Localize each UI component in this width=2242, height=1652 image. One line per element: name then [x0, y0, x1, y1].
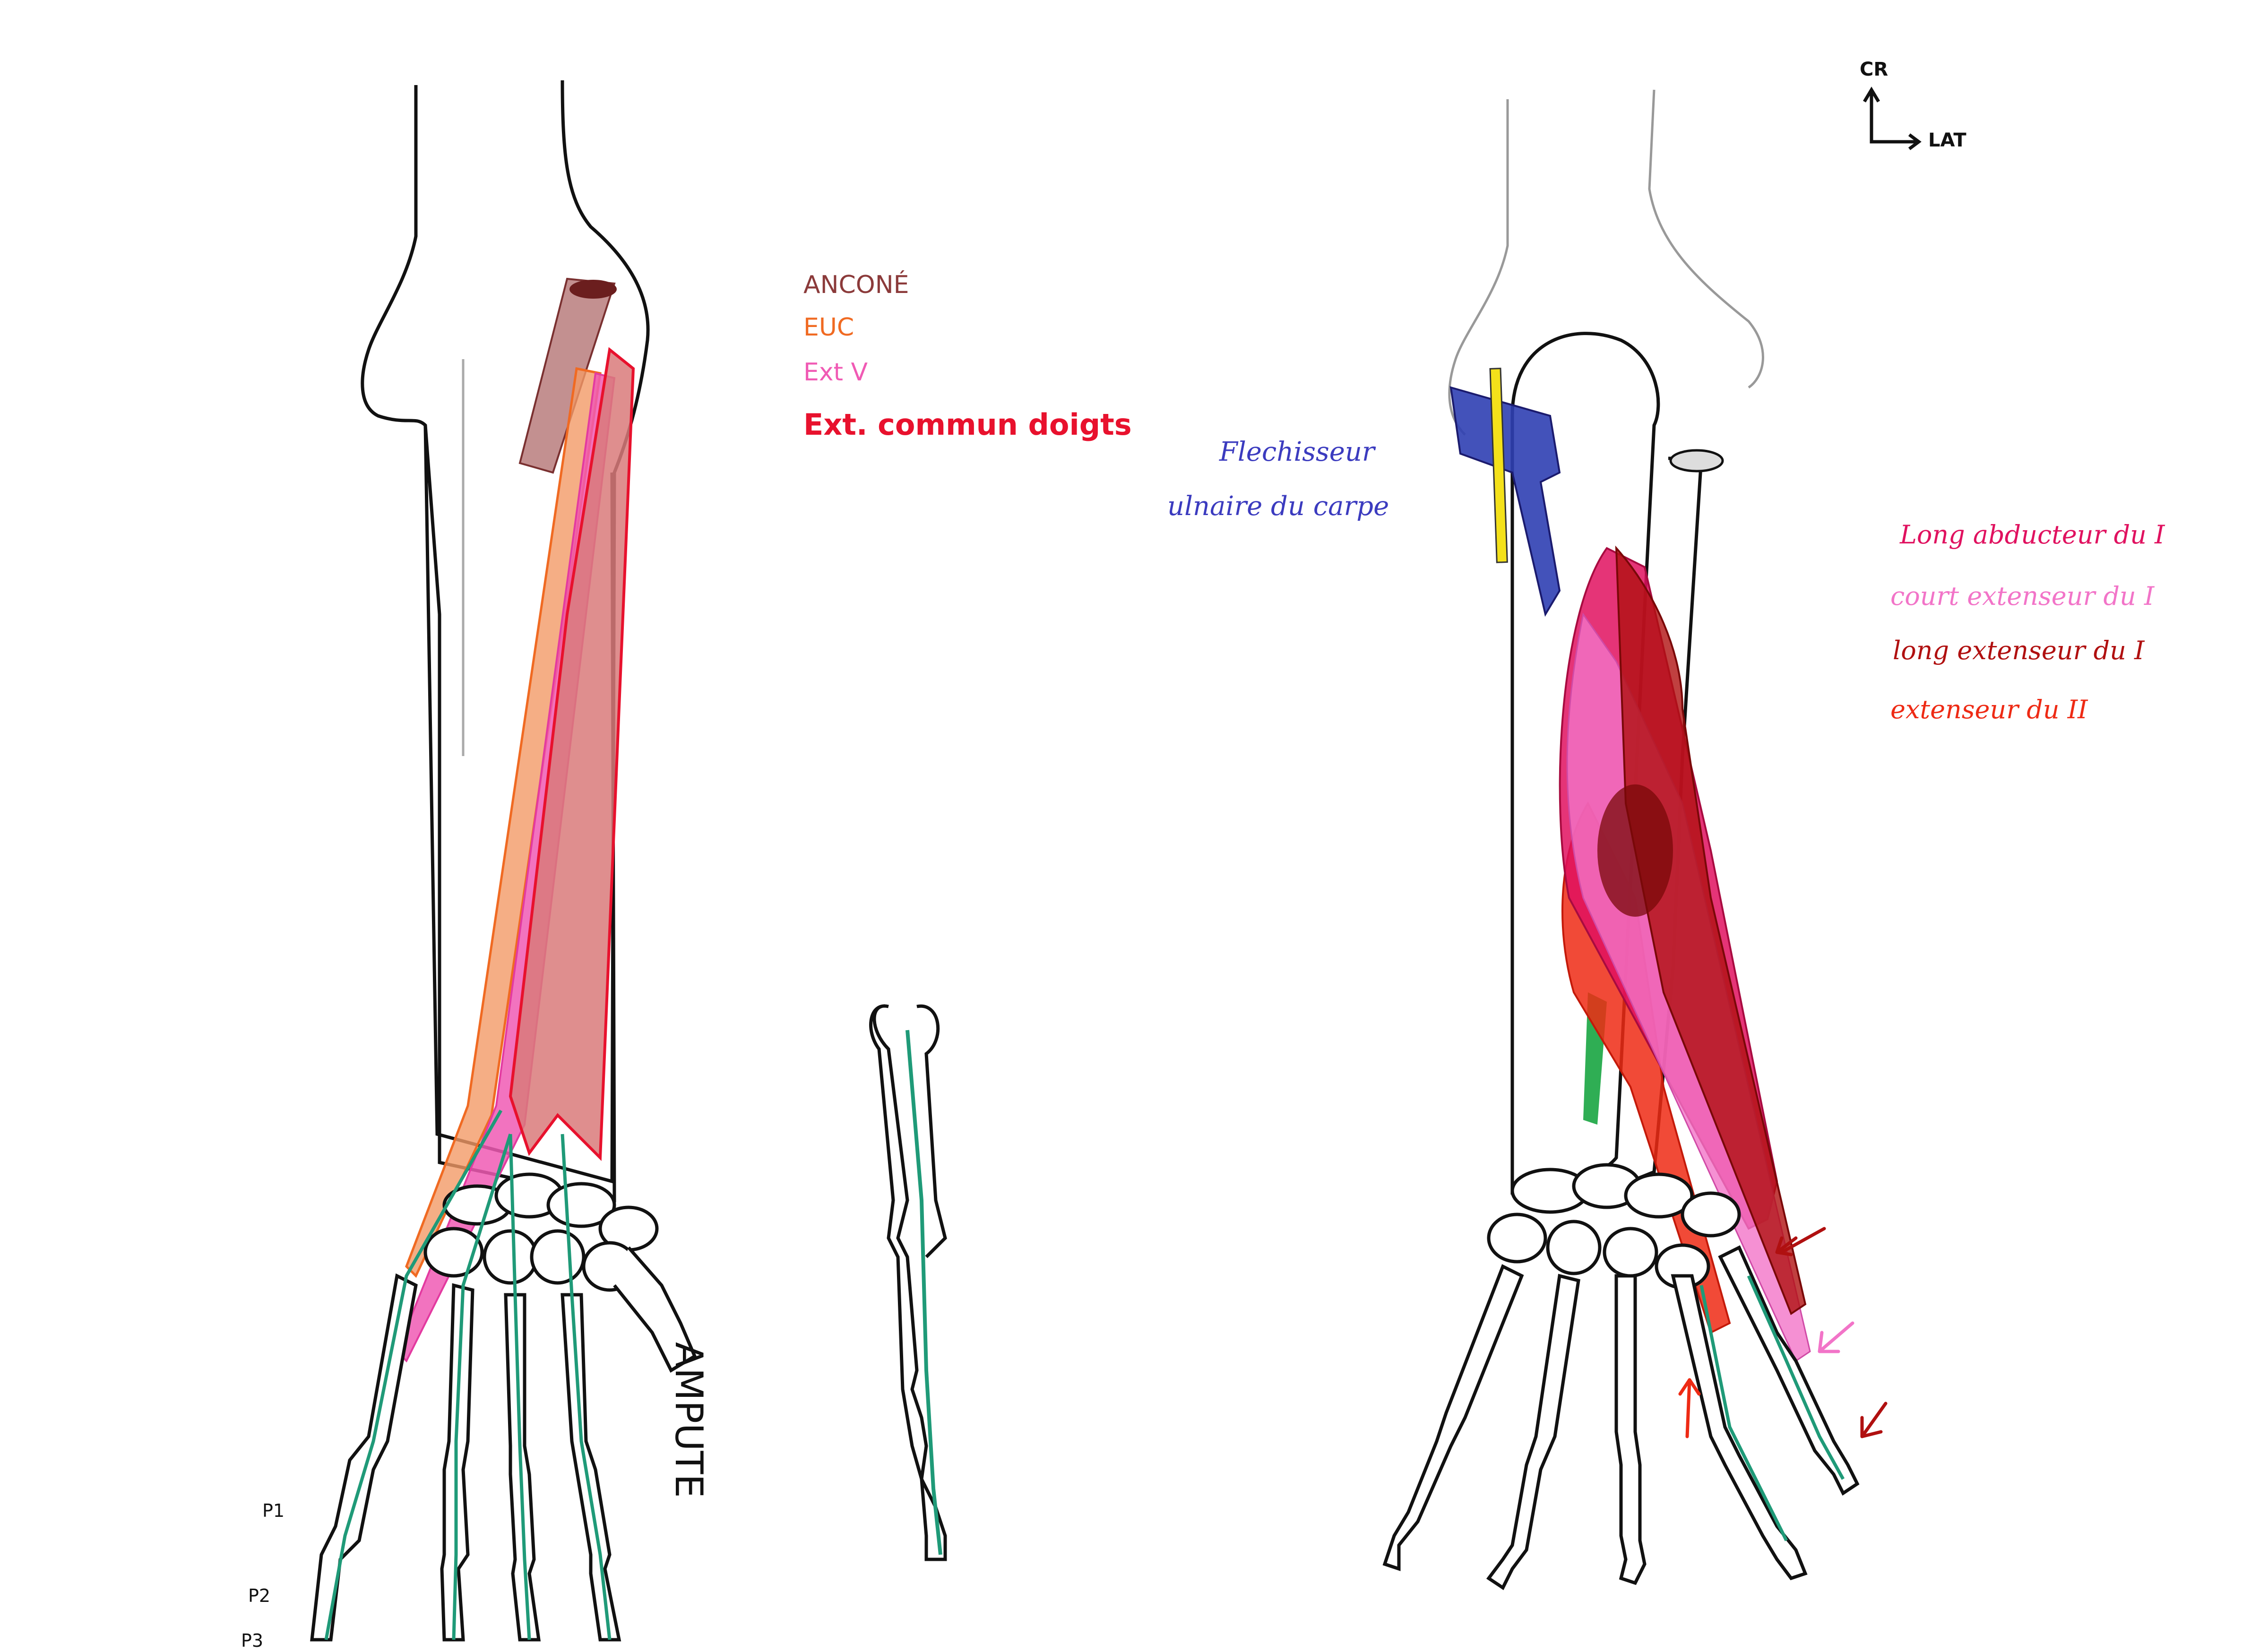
- muscle-euc: [405, 367, 602, 1278]
- flexor-label-line2: ulnaire du carpe: [1167, 491, 1389, 522]
- left-thumb-stub: [613, 1246, 697, 1373]
- phalanx-labels: P1 P2 P3: [241, 1500, 285, 1651]
- left-tendons: [324, 1110, 612, 1640]
- ulnar-nerve: [1489, 368, 1508, 563]
- right-carpus: [1487, 1163, 1741, 1290]
- flexor-label: Flechisseur ulnaire du carpe: [1167, 437, 1389, 522]
- legend-left: ANCONÉ EUC Ext V Ext. commun doigts: [803, 270, 1132, 442]
- amputation-label: AMPUTE: [667, 1342, 711, 1498]
- left-limb: [310, 80, 697, 1642]
- legend-right-item: long extenseur du I: [1893, 636, 2145, 665]
- right-tendons: [1699, 1275, 1845, 1541]
- legend-right: Long abducteur du I court extenseur du I…: [1890, 520, 2165, 724]
- muscle-ext-commun: [509, 347, 635, 1161]
- flexor-label-line1: Flechisseur: [1219, 437, 1376, 467]
- legend-left-item: ANCONÉ: [803, 270, 909, 299]
- muscle-flexor-ulnaris: [1449, 386, 1561, 617]
- arrow-court-extenseur: [1818, 1321, 1854, 1353]
- insertion-arrows: [1678, 1227, 1888, 1438]
- phalanx-label: P3: [241, 1630, 263, 1651]
- arrow-long-extenseur: [1860, 1402, 1888, 1438]
- legend-left-item: Ext. commun doigts: [803, 407, 1132, 442]
- isolated-digit-tendon: [905, 1030, 942, 1555]
- orientation-indicator: [1863, 86, 1922, 150]
- right-limb: [1382, 86, 1922, 1591]
- orientation-lat: LAT: [1928, 129, 1966, 151]
- orientation-cr: CR: [1860, 59, 1888, 80]
- right-humerus: [1448, 89, 1764, 436]
- isolated-digit: [869, 1004, 947, 1561]
- legend-right-item: extenseur du II: [1890, 695, 2088, 724]
- legend-left-item: Ext V: [803, 358, 868, 387]
- legend-right-item: court extenseur du I: [1890, 581, 2155, 611]
- legend-left-item: EUC: [803, 313, 854, 342]
- legend-right-item: Long abducteur du I: [1899, 520, 2165, 550]
- arrow-long-abducteur: [1775, 1236, 1798, 1256]
- left-radius: [423, 425, 616, 1203]
- phalanx-label: P1: [262, 1500, 285, 1521]
- orientation-labels: CR LAT: [1860, 59, 1966, 151]
- muscle-long-extenseur: [1615, 545, 1807, 1316]
- phalanx-label: P2: [248, 1585, 270, 1606]
- isolated-digit-bone: [869, 1004, 947, 1561]
- arrow-extenseur-ii: [1678, 1378, 1701, 1438]
